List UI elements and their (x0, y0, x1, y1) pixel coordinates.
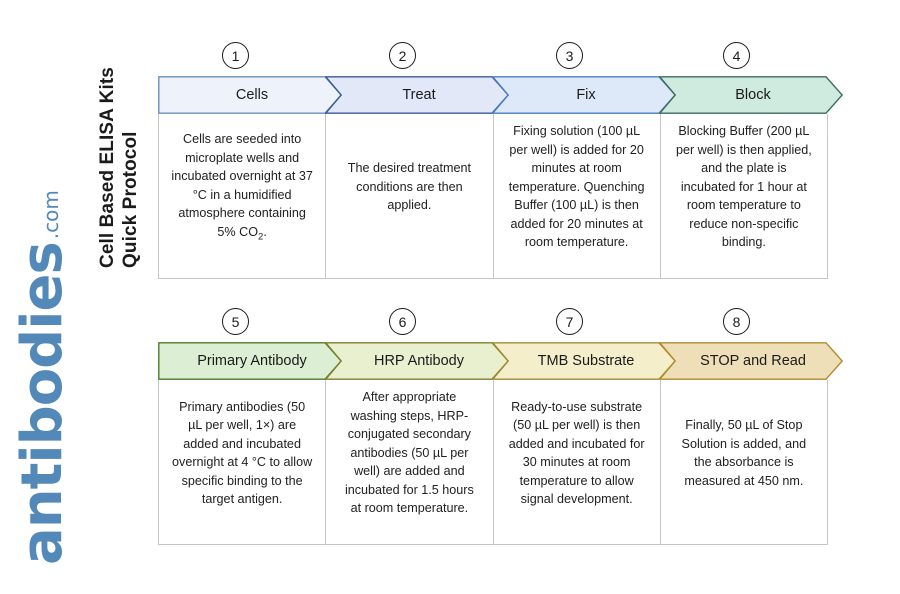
chevron-label: STOP and Read (700, 353, 806, 369)
description-cell-step-5: Primary antibodies (50 µL per well, 1×) … (159, 380, 327, 544)
chevron-step-2[interactable]: Treat (325, 76, 509, 114)
description-cell-step-2: The desired treatment conditions are the… (326, 114, 494, 278)
step-number-badge: 8 (723, 308, 750, 335)
brand-logo: antibodies .com (10, 190, 75, 565)
description-text: Primary antibodies (50 µL per well, 1×) … (172, 399, 313, 507)
step-number-strip: 5 6 7 8 (158, 304, 828, 342)
description-text: Blocking Buffer (200 µL per well) is the… (675, 124, 812, 250)
step-number-badge: 7 (556, 308, 583, 335)
description-cell-step-3: Fixing solution (100 µL per well) is add… (494, 114, 661, 278)
brand-logo-name: antibodies (10, 242, 75, 565)
description-text: After appropriate washing steps, HRP-con… (344, 390, 474, 516)
chevron-label: Primary Antibody (197, 353, 307, 369)
chevron-step-7[interactable]: TMB Substrate (492, 342, 676, 380)
description-cell-step-6: After appropriate washing steps, HRP-con… (326, 380, 494, 544)
description-cell-step-7: Ready-to-use substrate (50 µL per well) … (494, 380, 661, 544)
chevron-step-5[interactable]: Primary Antibody (158, 342, 342, 380)
chevron-step-8[interactable]: STOP and Read (659, 342, 843, 380)
chevron-step-1[interactable]: Cells (158, 76, 342, 114)
step-number-strip: 1 2 3 4 (158, 38, 828, 76)
step-number-badge: 2 (389, 42, 416, 69)
step-number-badge: 1 (222, 42, 249, 69)
description-text: The desired treatment conditions are the… (347, 161, 471, 213)
chevron-shape (659, 342, 843, 380)
step-number-badge: 4 (723, 42, 750, 69)
chevron-label: Cells (235, 87, 269, 103)
chevron-label: HRP Antibody (373, 353, 464, 369)
description-band: Primary antibodies (50 µL per well, 1×) … (158, 380, 828, 545)
chevron-label: Treat (402, 87, 436, 103)
chevron-step-4[interactable]: Block (659, 76, 843, 114)
brand-logo-suffix: .com (39, 190, 64, 240)
description-text: Finally, 50 µL of Stop Solution is added… (681, 418, 807, 488)
page-title-line-1: Cell Based ELISA Kits (97, 67, 118, 268)
description-cell-step-8: Finally, 50 µL of Stop Solution is added… (661, 380, 827, 544)
chevron-label: Fix (576, 87, 596, 103)
chevron-band: Primary Antibody HRP Antibody TMB Substrat… (158, 342, 843, 380)
step-number-badge: 6 (389, 308, 416, 335)
description-text: Ready-to-use substrate (50 µL per well) … (508, 399, 645, 507)
chevron-band: Cells Treat Fix Block (158, 76, 843, 114)
page-title-line-2: Quick Protocol (120, 131, 141, 268)
description-text: Cells are seeded into microplate wells a… (171, 132, 313, 243)
step-number-badge: 3 (556, 42, 583, 69)
description-cell-step-1: Cells are seeded into microplate wells a… (159, 114, 327, 278)
chevron-label: Block (735, 87, 771, 103)
chevron-step-3[interactable]: Fix (492, 76, 676, 114)
chevron-step-6[interactable]: HRP Antibody (325, 342, 509, 380)
chevron-label: TMB Substrate (537, 353, 635, 369)
description-band: Cells are seeded into microplate wells a… (158, 114, 828, 279)
chevron-shape (659, 76, 843, 114)
description-cell-step-4: Blocking Buffer (200 µL per well) is the… (661, 114, 827, 278)
description-text: Fixing solution (100 µL per well) is add… (508, 124, 645, 250)
step-number-badge: 5 (222, 308, 249, 335)
